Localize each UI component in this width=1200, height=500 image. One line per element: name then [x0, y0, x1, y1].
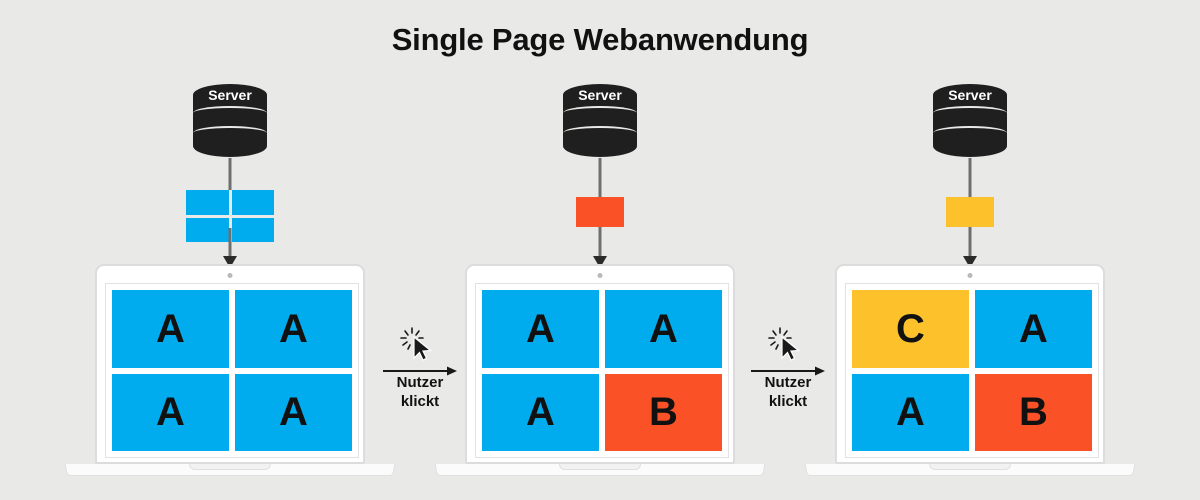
screen-tile-grid-3: C A A B [852, 290, 1092, 451]
webcam-icon [227, 273, 233, 278]
screen-tile[interactable]: A [852, 373, 969, 451]
server-cylinder-ring [933, 106, 1007, 120]
screen-tile[interactable]: A [482, 290, 599, 368]
laptop-screen-1: A A A A [105, 283, 359, 458]
screen-tile[interactable]: A [112, 290, 229, 368]
laptop-base-notch [559, 464, 641, 470]
server-cylinder-ring [933, 126, 1007, 140]
server-wire-bottom-1 [228, 228, 232, 260]
screen-tile[interactable]: A [235, 290, 352, 368]
payload-cell [946, 197, 994, 227]
click-cursor-icon [768, 326, 808, 362]
screen-tile[interactable]: A [112, 373, 229, 451]
payload-cell [576, 197, 624, 227]
webcam-icon [597, 273, 603, 278]
payload-cell [231, 217, 274, 242]
server-cylinder-ring [193, 106, 267, 120]
server-label-3: Server [948, 87, 992, 103]
server-icon-1: Server [193, 84, 267, 157]
payload-blocks-2 [576, 197, 624, 227]
stage-1: Server A A A A [50, 0, 410, 500]
server-cylinder-ring [563, 126, 637, 140]
screen-tile[interactable]: A [235, 373, 352, 451]
screen-tile[interactable]: A [482, 373, 599, 451]
transition-label-line2: klickt [400, 392, 440, 410]
transition-label-line2: klickt [768, 392, 808, 410]
laptop-screen-3: C A A B [845, 283, 1099, 458]
screen-tile[interactable]: C [852, 290, 969, 368]
server-label-2: Server [578, 87, 622, 103]
stage-3: Server C A A B [790, 0, 1150, 500]
server-cylinder-bottom [933, 135, 1007, 157]
page-title: Single Page Webanwendung [391, 22, 809, 57]
transition-label-1: Nutzer klickt [360, 374, 480, 412]
screen-tile[interactable]: B [605, 373, 722, 451]
transition-label-line1: Nutzer [396, 374, 444, 391]
laptop-lid-3: C A A B [835, 264, 1105, 464]
server-wire-top-3 [968, 158, 972, 208]
laptop-base-notch [189, 464, 271, 470]
click-cursor-icon [400, 326, 440, 362]
server-icon-2: Server [563, 84, 637, 157]
payload-cell [231, 190, 274, 215]
server-cylinder-ring [193, 126, 267, 140]
screen-tile[interactable]: B [975, 373, 1092, 451]
server-wire-bottom-2 [598, 227, 602, 260]
transition-1: Nutzer klickt [360, 0, 480, 500]
server-wire-top-2 [598, 158, 602, 208]
stage-2: Server A A A B [420, 0, 780, 500]
screen-tile[interactable]: A [975, 290, 1092, 368]
screen-tile[interactable]: A [605, 290, 722, 368]
screen-tile-grid-1: A A A A [112, 290, 352, 451]
laptop-2: A A A B [435, 264, 765, 476]
server-wire-top-1 [228, 158, 232, 190]
payload-cell [186, 217, 229, 242]
flow-arrow-2 [751, 363, 825, 376]
server-cylinder-bottom [193, 135, 267, 157]
laptop-lid-1: A A A A [95, 264, 365, 464]
server-wire-bottom-3 [968, 227, 972, 260]
server-cylinder-ring [563, 106, 637, 120]
payload-blocks-1 [186, 190, 274, 242]
payload-cell [186, 190, 229, 215]
laptop-base-notch [929, 464, 1011, 470]
laptop-3: C A A B [805, 264, 1135, 476]
transition-label-2: Nutzer klickt [728, 374, 848, 412]
payload-blocks-3 [946, 197, 994, 227]
transition-label-line1: Nutzer [764, 374, 812, 391]
transition-2: Nutzer klickt [728, 0, 848, 500]
laptop-screen-2: A A A B [475, 283, 729, 458]
laptop-1: A A A A [65, 264, 395, 476]
server-cylinder-bottom [563, 135, 637, 157]
server-icon-3: Server [933, 84, 1007, 157]
screen-tile-grid-2: A A A B [482, 290, 722, 451]
webcam-icon [967, 273, 973, 278]
server-label-1: Server [208, 87, 252, 103]
flow-arrow-1 [383, 363, 457, 376]
laptop-lid-2: A A A B [465, 264, 735, 464]
